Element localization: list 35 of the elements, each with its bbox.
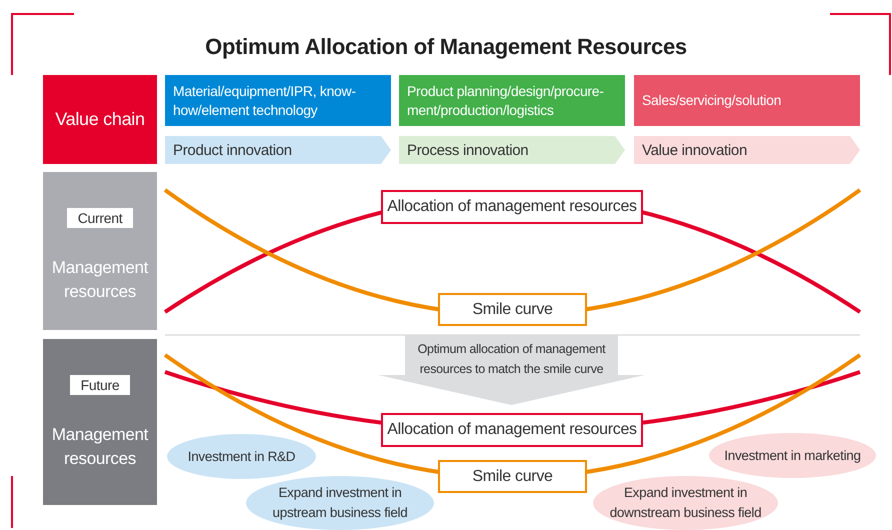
label-box bbox=[381, 413, 643, 447]
bubble-label: Investment in marketing bbox=[723, 446, 862, 465]
box-label: Smile curve bbox=[472, 300, 553, 318]
chevron-banner bbox=[634, 136, 860, 164]
stage-label: Material/equipment/IPR, know-how/element technology bbox=[173, 82, 357, 120]
box-label: Smile curve bbox=[472, 468, 553, 486]
resource-panel bbox=[43, 339, 157, 505]
stage-box bbox=[634, 75, 860, 126]
bubble-label: Expand investment in upstream business field bbox=[272, 484, 408, 522]
box-label: Allocation of management resources bbox=[387, 421, 637, 439]
panel-label: Management resources bbox=[50, 257, 150, 303]
stage-label: Sales/servicing/solution bbox=[642, 91, 782, 110]
stage-label: Product planning/design/procure-ment/production/logistics bbox=[407, 82, 605, 120]
box-label: Allocation of management resources bbox=[387, 198, 637, 216]
innovation-label: Product innovation bbox=[173, 142, 292, 158]
arrow-label: Optimum allocation of management resources to match the smile curve bbox=[416, 341, 606, 378]
label-box bbox=[438, 460, 587, 493]
chevron-banner bbox=[165, 136, 391, 164]
status-tag: Future bbox=[70, 375, 130, 395]
bubble-label: Investment in R&D bbox=[186, 448, 296, 466]
panel-label: Management resources bbox=[50, 424, 150, 470]
bubble-label: Expand investment in downstream business field bbox=[608, 484, 762, 522]
chevron-banner bbox=[399, 136, 625, 164]
status-tag: Current bbox=[66, 208, 134, 228]
pointed-callout bbox=[378, 335, 645, 405]
stage-box bbox=[165, 75, 391, 126]
innovation-label: Value innovation bbox=[642, 142, 748, 158]
category-label: Value chain bbox=[55, 109, 145, 130]
resource-panel bbox=[43, 172, 157, 330]
label-box bbox=[438, 293, 587, 326]
title: Optimum Allocation of Management Resources bbox=[204, 34, 688, 60]
label-box bbox=[381, 190, 643, 224]
innovation-label: Process innovation bbox=[407, 142, 528, 158]
stage-box bbox=[399, 75, 625, 126]
category-box bbox=[43, 75, 157, 164]
